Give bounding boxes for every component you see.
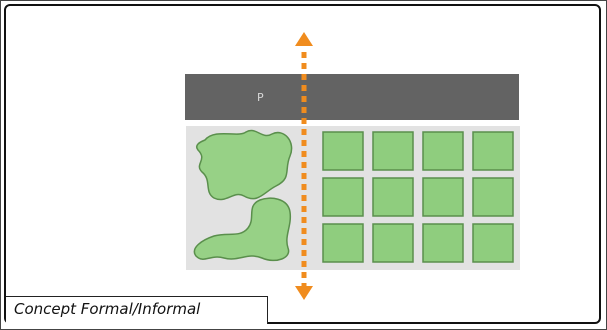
grid-square [472, 177, 514, 217]
informal-blob-top [195, 129, 293, 201]
arrow-up-icon [295, 32, 313, 46]
grid-square [322, 131, 364, 171]
top-bar [185, 74, 519, 120]
figure-caption: Concept Formal/Informal [14, 300, 201, 318]
grid-square [472, 223, 514, 263]
formal-grid [322, 131, 514, 263]
caption-box [6, 296, 268, 324]
arrow-down-icon [295, 286, 313, 300]
grid-square [372, 223, 414, 263]
grid-square [422, 223, 464, 263]
bar-label: P [257, 91, 264, 104]
grid-square [422, 177, 464, 217]
grid-square [322, 177, 364, 217]
grid-square [472, 131, 514, 171]
grid-square [322, 223, 364, 263]
grid-square [372, 177, 414, 217]
grid-square [372, 131, 414, 171]
grid-square [422, 131, 464, 171]
informal-blob-bottom [193, 197, 292, 262]
